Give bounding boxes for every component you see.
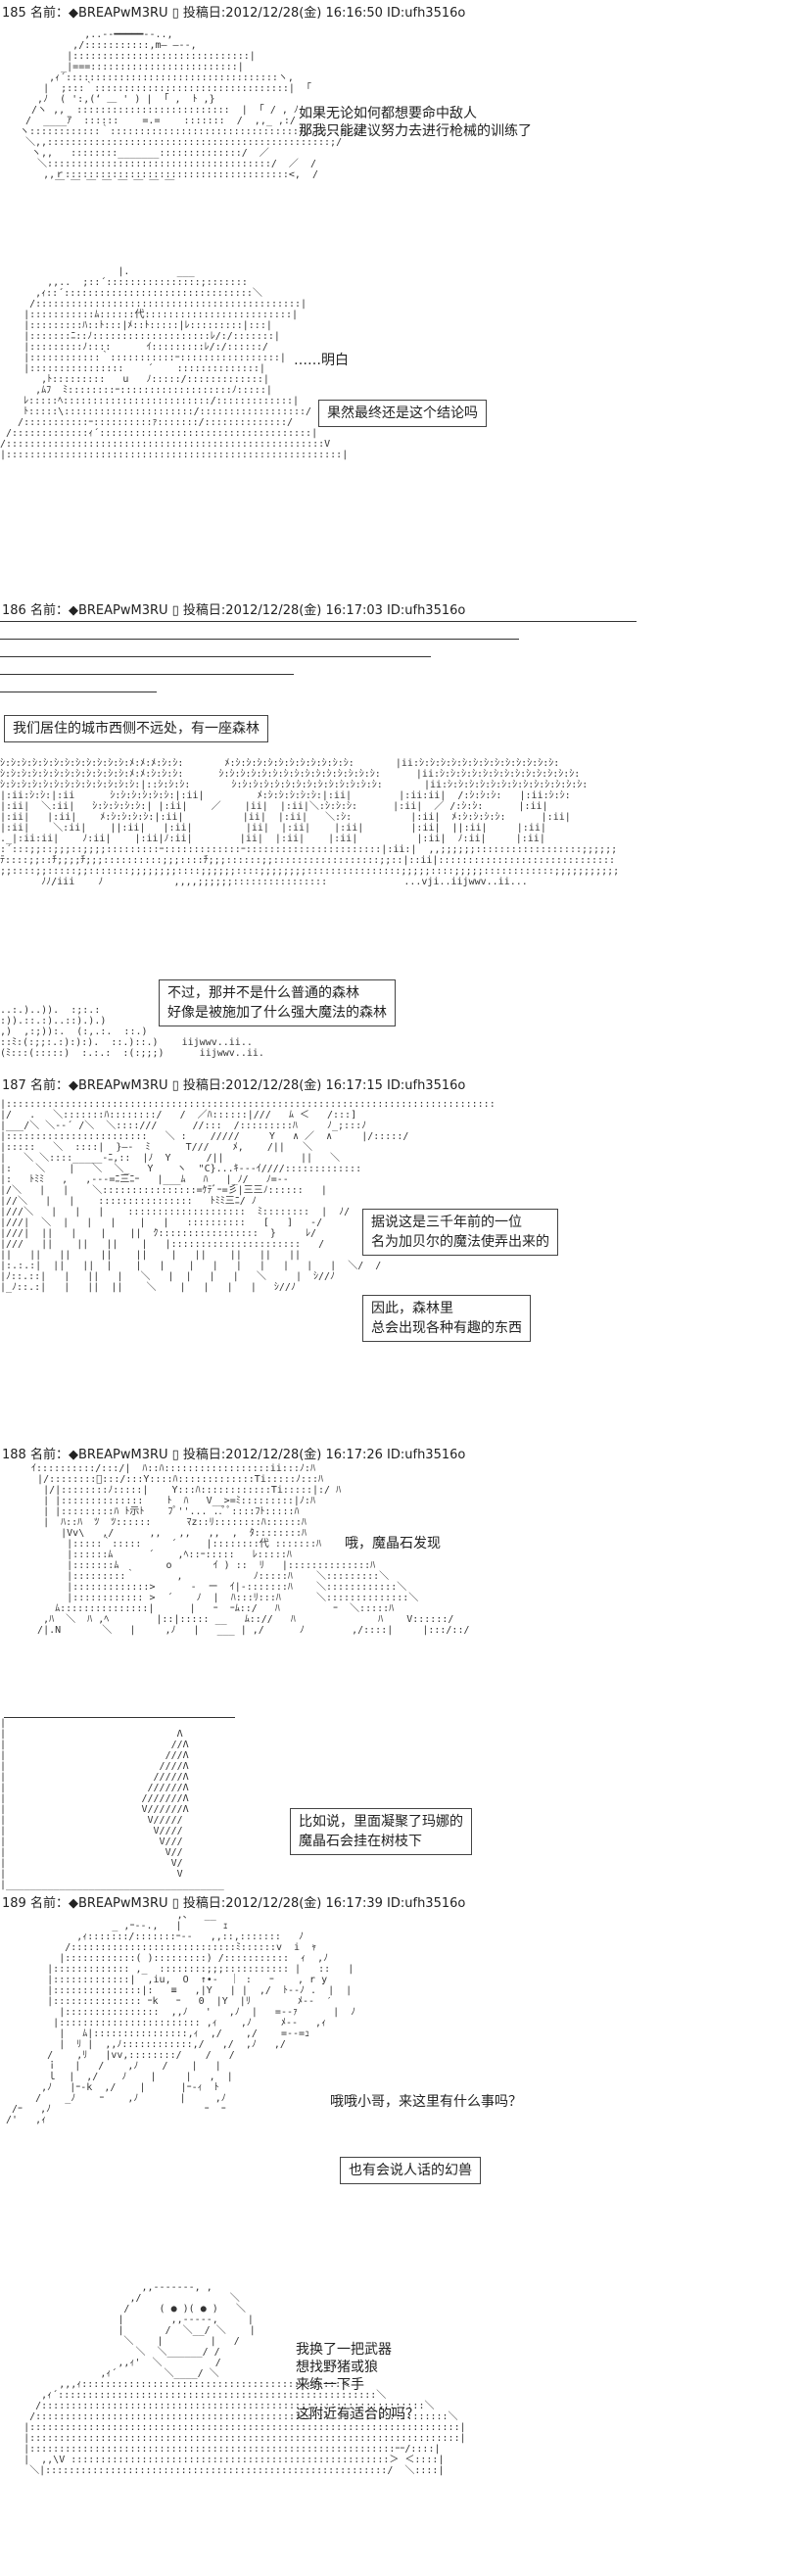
speech-box: 也有会说人话的幻兽 — [340, 2157, 481, 2184]
divider-line — [0, 639, 519, 640]
ascii-art-beast: ,、 __ _ ,ｰ‐-., | ｪ ,ｨ:::::::/:::::::ｰ‐- … — [6, 1910, 356, 2125]
ascii-art-hero: ,,-‐‐‐‐‐-, , ,/ ＼ / ( ● )( ● ) ＼ | ,,-‐‐… — [24, 2282, 466, 2476]
dialogue-line: 我换了一把武器 — [296, 2342, 392, 2358]
dialogue-line: ……明白 — [294, 353, 349, 368]
speech-box-line: 据说这是三千年前的一位 — [371, 1215, 522, 1230]
dialogue-line: 哦，魔晶石发现 — [345, 1536, 441, 1551]
ascii-art-soldier: ,..-‐━━━━━‐-.., ,/:::::::::::,m― ―‐-, |:… — [20, 29, 364, 191]
speech-box: 据说这是三千年前的一位 名为加贝尔的魔法使弄出来的 — [362, 1209, 558, 1256]
speech-box-line: 名为加贝尔的魔法使弄出来的 — [371, 1234, 549, 1250]
divider-line — [0, 656, 431, 657]
post-header-188: 188 名前：◆BREAPwM3RU ▯ 投稿日:2012/12/28(金) 1… — [2, 1448, 466, 1462]
dialogue-line: 哦哦小哥，来这里有什么事吗？ — [330, 2094, 522, 2110]
ascii-art-hooded-figure: |. ___ ,,.. ;::´::::::::::::::::;:::::::… — [0, 266, 349, 460]
divider-line — [4, 1717, 235, 1718]
dialogue-line: 想找野猪或狼 — [296, 2360, 378, 2375]
speech-box-line: 魔晶石会挂在树枝下 — [299, 1834, 422, 1849]
divider-line — [0, 621, 637, 622]
divider-line — [0, 674, 294, 675]
speech-box: 我们居住的城市西侧不远处，有一座森林 — [4, 715, 268, 742]
speech-box: 果然最终还是这个结论吗 — [318, 400, 487, 427]
speech-box-line: 不过，那并不是什么普通的森林 — [167, 985, 359, 1001]
ascii-art-adventurer: ｲ::::::::::/:::/| ﾊ::ﾊ::::::::::::::::::… — [31, 1463, 470, 1636]
ascii-art-magic-crystal: | | Λ | //Λ | ///Λ | ////Λ | /////Λ | //… — [0, 1718, 224, 1890]
speech-box: 因此，森林里 总会出现各种有趣的东西 — [362, 1295, 531, 1342]
dialogue-line: 这附近有适合的吗？ — [296, 2407, 419, 2422]
speech-box-line: 比如说，里面凝聚了玛娜的 — [299, 1814, 463, 1830]
ascii-art-forest: ｼ:ｼ:ｼ:ｼ:ｼ:ｼ:ｼ:ｼ:ｼ:ｼ:ｼ:ｼ:ﾒ:ﾒ:ﾒ:ｼ:ｼ: ﾒ:ｼ:ｼ… — [0, 758, 620, 887]
speech-box-line: 因此，森林里 — [371, 1301, 453, 1316]
dialogue-line: 如果无论如何都想要命中敌人 — [299, 106, 477, 121]
ascii-art-ground: ..:.)..)). :;:.: :)).::.:)..::).).) ,) ,… — [0, 1005, 264, 1059]
post-header-185: 185 名前：◆BREAPwM3RU ▯ 投稿日:2012/12/28(金) 1… — [2, 6, 466, 21]
dialogue-line: 那我只能建议努力去进行枪械的训练了 — [299, 123, 532, 139]
post-header-186: 186 名前：◆BREAPwM3RU ▯ 投稿日:2012/12/28(金) 1… — [2, 603, 466, 618]
dialogue-line: 来练一下手 — [296, 2377, 364, 2393]
post-header-187: 187 名前：◆BREAPwM3RU ▯ 投稿日:2012/12/28(金) 1… — [2, 1078, 466, 1093]
ascii-art-old-mage: |:::::::::::::::::::::::::::::::::::::::… — [0, 1099, 496, 1293]
speech-box: 不过，那并不是什么普通的森林 好像是被施加了什么强大魔法的森林 — [159, 979, 396, 1026]
speech-box-line: 总会出现各种有趣的东西 — [371, 1320, 522, 1336]
speech-box: 比如说，里面凝聚了玛娜的 魔晶石会挂在树枝下 — [290, 1808, 472, 1855]
speech-box-line: 好像是被施加了什么强大魔法的森林 — [167, 1005, 387, 1021]
post-header-189: 189 名前：◆BREAPwM3RU ▯ 投稿日:2012/12/28(金) 1… — [2, 1896, 466, 1911]
